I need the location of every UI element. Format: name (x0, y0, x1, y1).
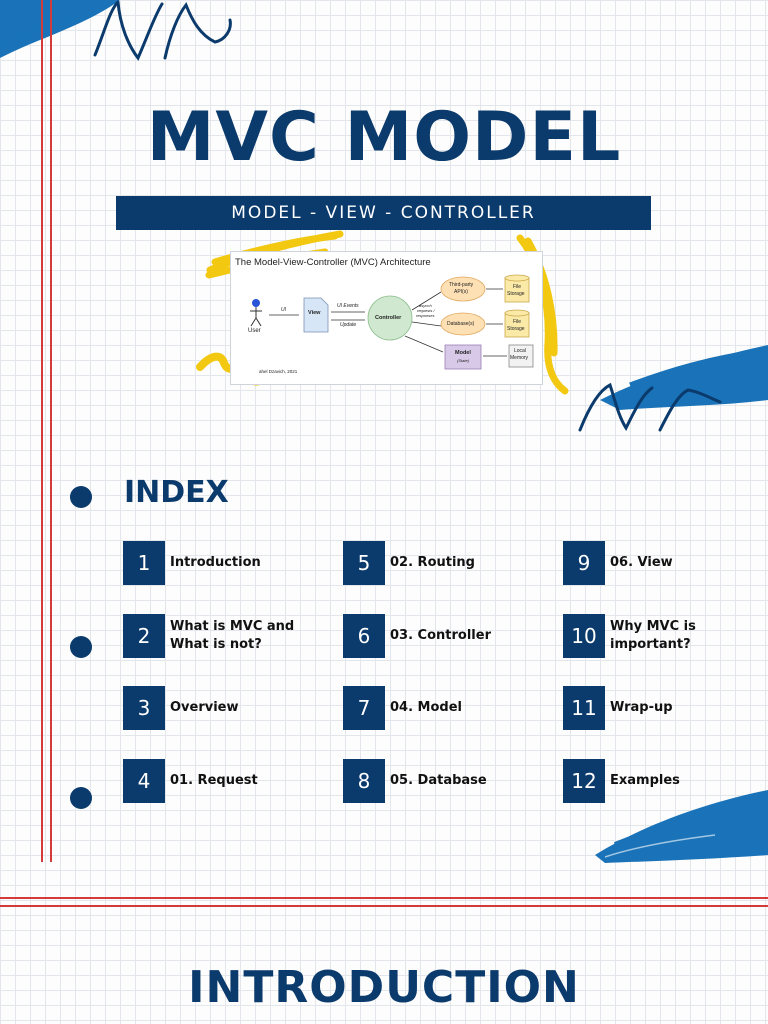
index-label: What is MVC and What is not? (170, 619, 295, 652)
diagram-label-databases: Database(s) (447, 321, 475, 327)
bullet-dot-3 (70, 787, 92, 809)
diagram-label-user: User (248, 328, 261, 334)
diagram-label-async-2: requests / (417, 308, 435, 313)
bullet-dot-2 (70, 636, 92, 658)
index-number: 3 (123, 686, 165, 730)
margin-line-vertical-2 (50, 0, 52, 862)
diagram-label-update: Update (340, 322, 357, 328)
brush-decoration-bottom-right (595, 790, 768, 863)
index-number: 7 (343, 686, 385, 730)
diagram-shapes (250, 274, 534, 370)
index-label: Examples (610, 773, 680, 788)
diagram-label-model: Model (455, 350, 471, 356)
index-label: 02. Routing (390, 555, 475, 570)
index-heading: INDEX (124, 475, 229, 510)
index-label: Overview (170, 700, 239, 715)
index-number: 2 (123, 614, 165, 658)
diagram-label-local-memory-1: Local (514, 348, 526, 354)
page-title: MVC MODEL (146, 98, 622, 177)
index-label: 06. View (610, 555, 673, 570)
index-label: 05. Database (390, 773, 487, 788)
index-label: Wrap-up (610, 700, 673, 715)
brush-decoration-top-left (0, 0, 232, 61)
diagram-label-model-state: (State) (457, 358, 470, 363)
diagram-label-file-storage-1a: File (513, 284, 522, 290)
diagram-label-file-storage-2b: Storage (507, 326, 525, 332)
index-number: 9 (563, 541, 605, 585)
diagram-label-local-memory-2: Memory (510, 355, 529, 361)
index-number: 12 (563, 759, 605, 803)
diagram-label-file-storage-1b: Storage (507, 291, 525, 297)
diagram-label-third-party-1: Third-party (449, 282, 474, 288)
margin-line-horizontal-2 (0, 905, 768, 907)
diagram-label-controller: Controller (375, 315, 402, 321)
mvc-architecture-diagram: The Model-View-Controller (MVC) Architec… (230, 251, 543, 385)
introduction-heading: INTRODUCTION (188, 962, 580, 1013)
index-number: 6 (343, 614, 385, 658)
diagram-label-file-storage-2a: File (513, 319, 522, 325)
index-label: 04. Model (390, 700, 463, 715)
margin-line-horizontal-1 (0, 897, 768, 899)
index-label: Introduction (170, 555, 261, 570)
diagram-label-async-3: responses (416, 313, 435, 318)
index-number: 10 (563, 614, 605, 658)
brush-decoration-right-middle (578, 345, 768, 432)
diagram-title: The Model-View-Controller (MVC) Architec… (235, 257, 431, 268)
index-label: Why MVC is important? (610, 619, 696, 652)
index-number: 1 (123, 541, 165, 585)
diagram-label-view: View (308, 310, 321, 316)
diagram-label-third-party-2: API(s) (454, 289, 468, 295)
index-label: 01. Request (170, 773, 258, 788)
margin-line-vertical-1 (41, 0, 43, 862)
index-number: 8 (343, 759, 385, 803)
index-label: 03. Controller (390, 628, 491, 643)
diagram-label-async-1: asynch (419, 303, 432, 308)
subtitle-banner: MODEL - VIEW - CONTROLLER (116, 196, 651, 230)
index-number: 5 (343, 541, 385, 585)
diagram-label-ui: UI (281, 307, 286, 313)
index-number: 11 (563, 686, 605, 730)
diagram-label-ui-events: UI Events (337, 303, 359, 309)
diagram-credit: ahel Dzavich, 2021 (259, 369, 298, 374)
index-number: 4 (123, 759, 165, 803)
bullet-dot-1 (70, 486, 92, 508)
